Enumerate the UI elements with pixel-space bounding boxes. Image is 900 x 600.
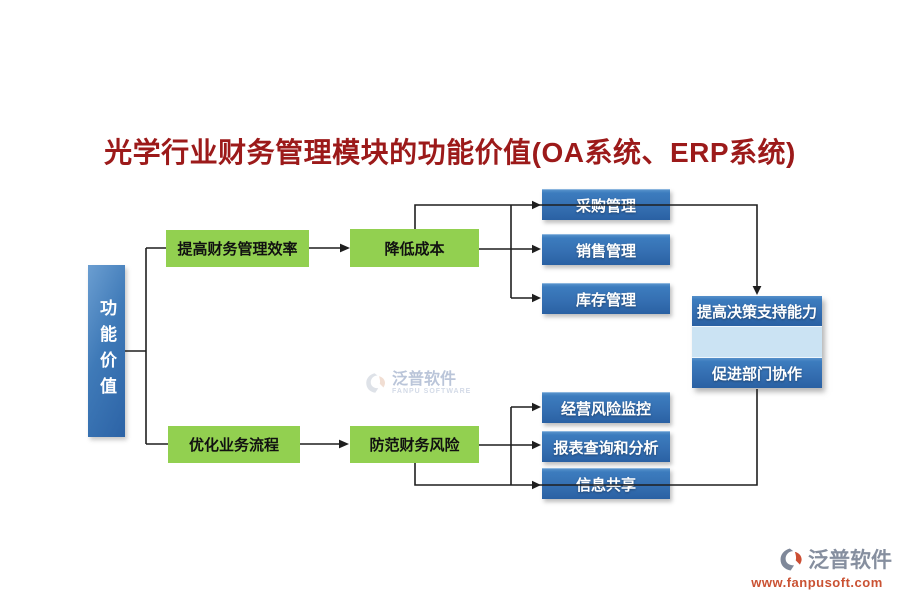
node-prevent-financial-risk: 防范财务风险 bbox=[350, 426, 479, 463]
arrowhead-into-reduce-cost bbox=[340, 243, 350, 253]
node-inventory-management: 库存管理 bbox=[542, 283, 670, 314]
fanpu-logo-icon bbox=[780, 548, 802, 570]
arrowhead-into-sales bbox=[532, 244, 541, 254]
node-root-function-value: 功能价值 bbox=[88, 265, 125, 437]
node-purchase-management: 采购管理 bbox=[542, 189, 670, 220]
watermark-corner-url: www.fanpusoft.com bbox=[751, 575, 883, 590]
watermark-corner: 泛普软件 www.fanpusoft.com bbox=[742, 544, 892, 590]
arrowhead-into-decision-support bbox=[752, 286, 762, 295]
node-reduce-cost: 降低成本 bbox=[350, 229, 479, 267]
outcome-spacer-panel bbox=[692, 326, 822, 358]
watermark-corner-brand: 泛普软件 bbox=[808, 549, 892, 572]
page-title: 光学行业财务管理模块的功能价值(OA系统、ERP系统) bbox=[104, 137, 796, 168]
node-report-query-analysis: 报表查询和分析 bbox=[542, 431, 670, 462]
arrowhead-into-report bbox=[532, 440, 541, 450]
node-optimize-business-process: 优化业务流程 bbox=[168, 426, 300, 463]
arrowhead-into-monitoring bbox=[532, 402, 541, 412]
node-sales-management: 销售管理 bbox=[542, 234, 670, 265]
node-operation-risk-monitoring: 经营风险监控 bbox=[542, 392, 670, 423]
arrowhead-into-inventory bbox=[532, 293, 541, 303]
watermark-center-brand: 泛普软件 bbox=[392, 371, 457, 388]
arrowhead-into-prevent-risk bbox=[339, 439, 349, 449]
node-information-sharing: 信息共享 bbox=[542, 468, 670, 499]
outcome-box: 提高决策支持能力 促进部门协作 bbox=[692, 296, 822, 388]
node-improve-decision-support: 提高决策支持能力 bbox=[692, 296, 822, 326]
watermark-center: 泛普软件 FANPU SOFTWARE bbox=[364, 371, 471, 395]
arrowhead-into-purchase bbox=[532, 200, 541, 210]
arrowhead-into-sharing bbox=[532, 480, 541, 490]
watermark-center-caption: FANPU SOFTWARE bbox=[392, 388, 472, 395]
node-improve-finance-efficiency: 提高财务管理效率 bbox=[166, 230, 309, 267]
node-promote-department-collaboration: 促进部门协作 bbox=[692, 358, 822, 388]
fanpu-logo-icon bbox=[366, 373, 385, 393]
